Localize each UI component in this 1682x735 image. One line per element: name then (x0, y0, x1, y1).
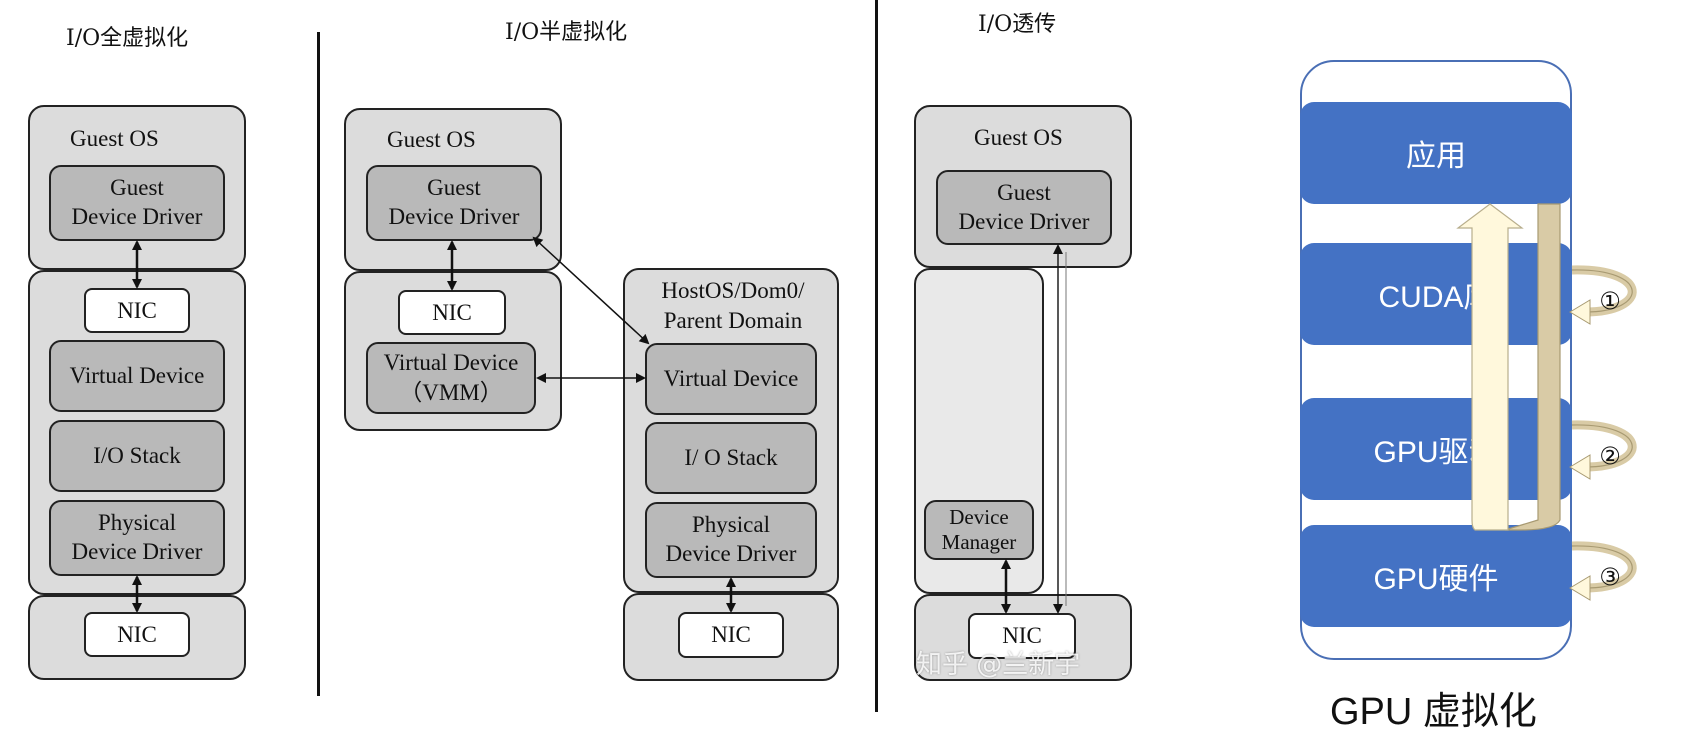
para-nic-virtual: NIC (398, 290, 506, 335)
title-passthrough: I/O透传 (978, 12, 1057, 37)
pass-guest-device-driver: Guest Device Driver (936, 170, 1112, 245)
gpu-layer-gpu-hardware: GPU硬件 (1300, 525, 1572, 627)
gpu-flow-arrow-light (1456, 203, 1524, 531)
gpu-loop-arrow-2 (1569, 420, 1637, 480)
full-nic-physical: NIC (84, 612, 190, 657)
para-guest-os-label: Guest OS (387, 127, 476, 152)
para-host-virtual-device: Virtual Device (645, 343, 817, 415)
para-host-domain-label: HostOS/Dom0/ Parent Domain (661, 278, 805, 333)
full-guest-os-label: Guest OS (70, 126, 159, 151)
para-host-io-stack: I/ O Stack (645, 422, 817, 494)
separator-line (875, 0, 878, 712)
gpu-loop-arrow-3 (1569, 541, 1637, 601)
gpu-loop-arrow-1 (1569, 265, 1637, 325)
pass-guest-os-label: Guest OS (974, 125, 1063, 150)
pass-nic-physical: NIC (968, 613, 1076, 659)
gpu-layer-application: 应用 (1300, 102, 1572, 204)
full-nic-virtual: NIC (84, 288, 190, 333)
full-guest-device-driver: Guest Device Driver (49, 165, 225, 241)
gpu-marker-3: ③ (1599, 563, 1621, 591)
gpu-caption: GPU 虚拟化 (1330, 691, 1537, 733)
separator-line (317, 32, 320, 696)
gpu-flow-arrow-tan (1504, 203, 1561, 531)
gpu-marker-1: ① (1599, 287, 1621, 315)
para-driver-to-host-arrow (532, 236, 650, 345)
para-nic-physical: NIC (678, 612, 784, 658)
para-guest-device-driver: Guest Device Driver (366, 165, 542, 241)
full-virtual-device: Virtual Device (49, 340, 225, 412)
pass-device-manager: Device Manager (924, 500, 1034, 560)
para-virtual-device-vmm: Virtual Device （VMM） (366, 342, 536, 414)
title-para-virtualization: I/O半虚拟化 (505, 20, 628, 45)
full-io-stack: I/O Stack (49, 420, 225, 492)
gpu-marker-2: ② (1599, 442, 1621, 470)
watermark: 知乎 @兰新宇 (916, 650, 1081, 680)
title-full-virtualization: I/O全虚拟化 (66, 26, 189, 51)
full-physical-device-driver: Physical Device Driver (49, 500, 225, 576)
